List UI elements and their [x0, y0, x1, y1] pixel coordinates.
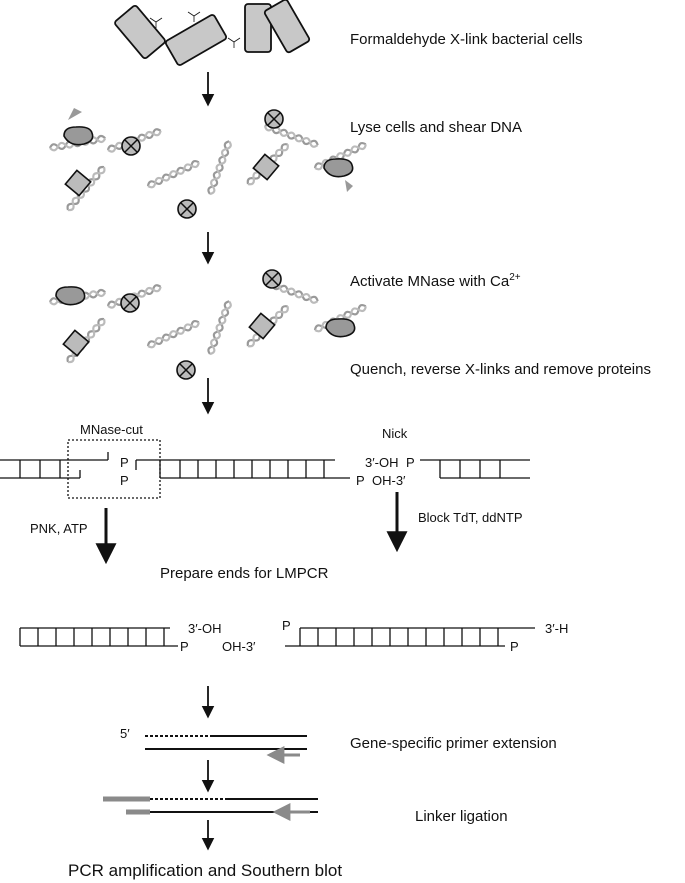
step-quench: Quench, reverse X-links and remove prote…: [350, 361, 651, 378]
p-label: P: [356, 473, 365, 488]
oh3-label: OH-3′: [222, 639, 256, 654]
oh3-label: 3′-OH: [365, 455, 399, 470]
p-label: P: [120, 455, 129, 470]
five-prime-label: 5′: [120, 726, 130, 741]
bacterial-cells: [114, 0, 311, 66]
activated-dna: [48, 269, 369, 380]
step-activate: Activate MNase with Ca2+: [350, 272, 521, 290]
p-label: P: [406, 455, 415, 470]
linker-ligation-strands: [103, 796, 318, 821]
step-ligation: Linker ligation: [415, 808, 508, 825]
mnase-cut-label: MNase-cut: [80, 422, 143, 437]
nick-label: Nick: [382, 426, 408, 441]
primer-extension-strands: [145, 735, 307, 764]
pnk-label: PNK, ATP: [30, 521, 88, 536]
step-primer: Gene-specific primer extension: [350, 735, 557, 752]
cut-dna: [0, 439, 530, 499]
p-label: P: [282, 618, 291, 633]
sheared-dna: [48, 108, 369, 219]
step-crosslink: Formaldehyde X-link bacterial cells: [350, 31, 583, 48]
oh3-label: 3′-OH: [188, 621, 222, 636]
h3-label: 3′-H: [545, 621, 568, 636]
step-lyse: Lyse cells and shear DNA: [350, 119, 522, 136]
formaldehyde-molecules: [149, 11, 241, 48]
oh3-label: OH-3′: [372, 473, 406, 488]
p-label: P: [120, 473, 129, 488]
p-label: P: [510, 639, 519, 654]
p-label: P: [180, 639, 189, 654]
step-final: PCR amplification and Southern blot: [68, 861, 342, 880]
prepared-dna: [19, 627, 535, 647]
block-label: Block TdT, ddNTP: [418, 510, 523, 525]
step-prepare: Prepare ends for LMPCR: [160, 565, 329, 582]
